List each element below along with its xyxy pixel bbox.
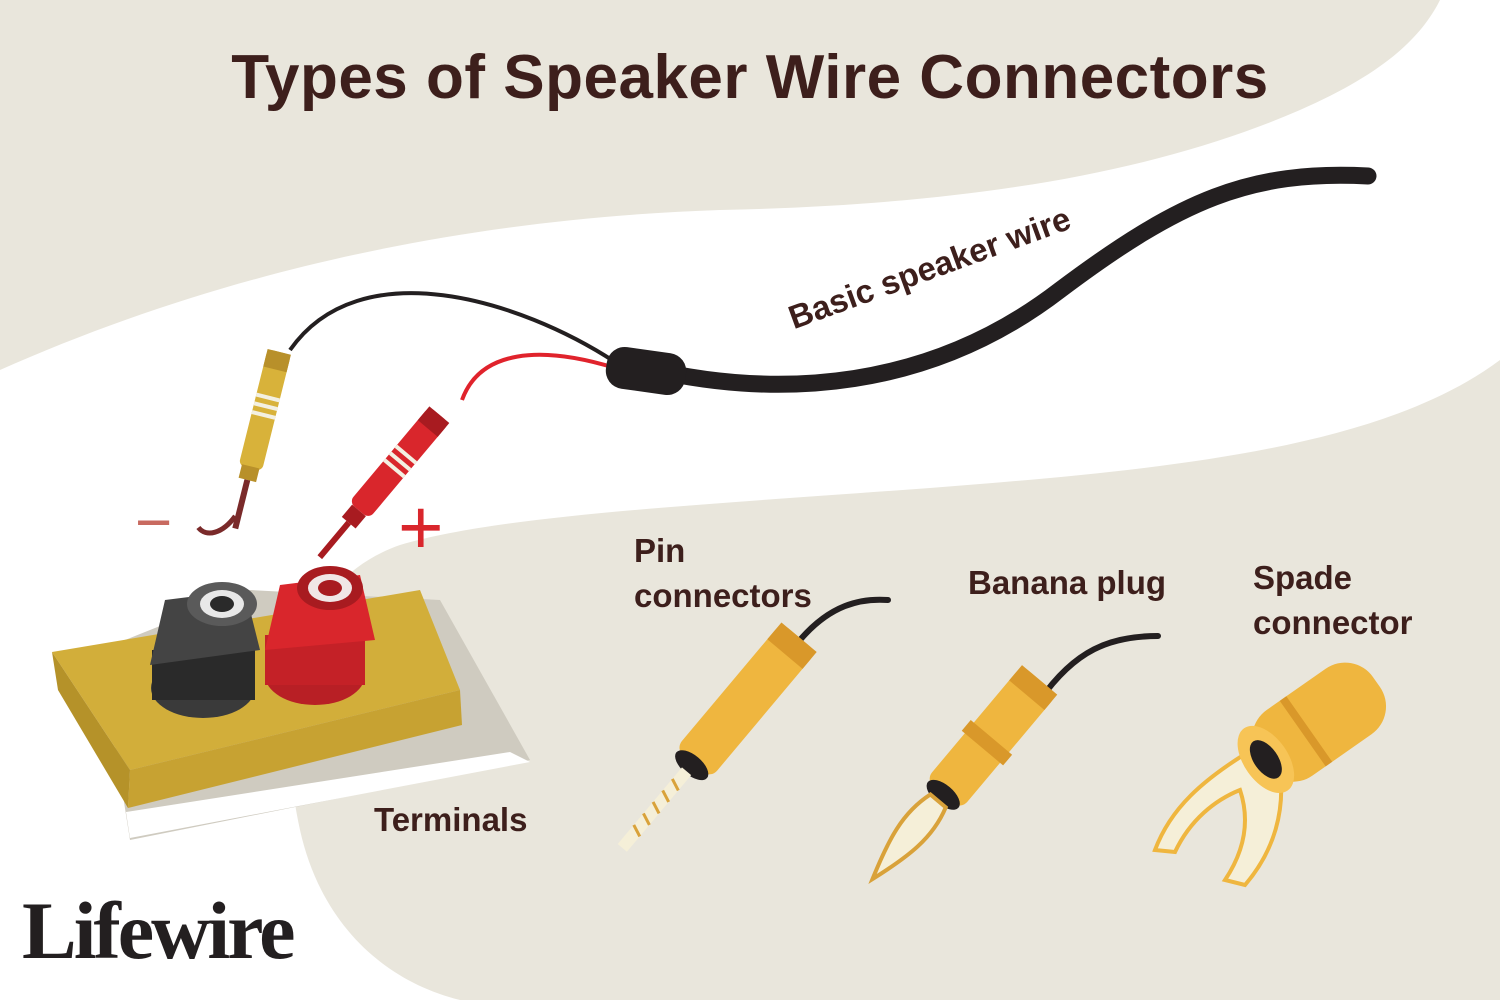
black-lead-wire xyxy=(288,291,617,364)
label-pin-line2: connectors xyxy=(634,577,812,614)
speaker-wire-cable xyxy=(636,166,1377,393)
spade-connector-icon xyxy=(1152,662,1387,888)
label-spade-line1: Spade xyxy=(1253,559,1353,596)
red-pin-plug xyxy=(317,406,450,560)
label-pin-line1: Pin xyxy=(634,532,686,569)
splitter-sleeve xyxy=(605,346,687,396)
minus-sign: − xyxy=(135,486,173,558)
page-title: Types of Speaker Wire Connectors xyxy=(231,43,1269,112)
label-spade-connector: Spade connector xyxy=(1253,555,1413,645)
lifewire-logo: Lifewire xyxy=(22,885,295,976)
gold-pin-plug xyxy=(196,348,291,536)
terminals-icon xyxy=(52,566,530,840)
label-banana-plug: Banana plug xyxy=(968,564,1167,601)
label-terminals: Terminals xyxy=(374,801,528,838)
red-lead-wire xyxy=(460,352,616,401)
banana-plug-icon xyxy=(868,633,1161,885)
label-pin-connectors: Pin connectors xyxy=(634,528,812,618)
plus-sign: + xyxy=(398,483,444,571)
pin-connector-icon xyxy=(617,596,891,852)
label-spade-line2: connector xyxy=(1253,604,1413,641)
